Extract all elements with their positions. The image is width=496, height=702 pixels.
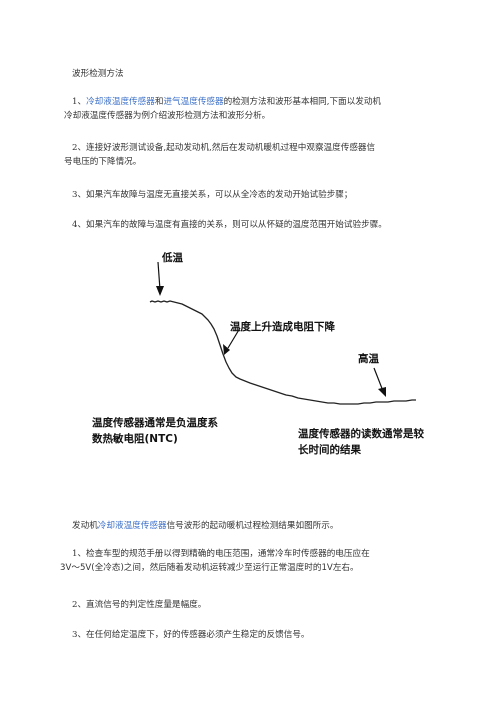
- arrow-high-head: [378, 387, 386, 397]
- para5-pre: 发动机: [72, 521, 98, 531]
- note-ntc-line1: 温度传感器通常是负温度系: [92, 417, 218, 429]
- label-high-temp: 高温: [358, 353, 379, 365]
- paragraph-1: 1、冷却液温度传感器和进气温度传感器的检测方法和波形基本相同,下面以发动机 冷却…: [64, 95, 432, 123]
- arrow-drop-shaft: [227, 327, 241, 349]
- para6-line2-end: 左右。: [332, 563, 359, 573]
- arrow-high-shaft: [373, 367, 384, 392]
- para1-text: 的检测方法和波形基本相同,下面以发动机: [223, 97, 382, 107]
- paragraph-5: 发动机冷却液温度传感器信号波形的起动暖机过程检测结果如图所示。: [72, 519, 432, 533]
- paragraph-4: 4、如果汽车的故障与温度有直接的关系，则可以从怀疑的温度范围开始试验步骤。: [72, 220, 387, 230]
- waveform-curve: [149, 300, 416, 405]
- arrow-low-shaft: [157, 261, 161, 291]
- para5-post: 信号波形的起动暖机过程检测结果如图所示。: [166, 521, 339, 531]
- para2-line2: 号电压的下降情况。: [64, 157, 142, 167]
- link-intake-temp-sensor[interactable]: 进气温度传感器: [163, 97, 224, 107]
- para6-voltage-range: 3V～5V(: [60, 563, 95, 573]
- paragraph-6: 1、检查车型的规范手册以得到精确的电压范围，通常冷车时传感器的电压应在 3V～5…: [60, 547, 432, 575]
- para1-line2: 冷却液温度传感器为例介绍波形检测方法和波形分析。: [64, 111, 271, 121]
- para1-number: 1、: [72, 97, 87, 107]
- para6-cold-state: 全冷态: [94, 563, 121, 573]
- para1-text-and: 和: [154, 97, 164, 107]
- link-coolant-temp-sensor-2[interactable]: 冷却液温度传感器: [97, 521, 167, 531]
- paragraph-8: 3、在任何给定温度下，好的传感器必须产生稳定的反馈信号。: [72, 630, 310, 640]
- note-ntc: 温度传感器通常是负温度系 数热敏电阻(NTC): [92, 415, 218, 447]
- para6-paren: ): [120, 563, 124, 573]
- para6-line1: 1、检查车型的规范手册以得到精确的电压范围，通常冷车时传感器的电压应在: [72, 549, 370, 559]
- waveform-figure: 低温 温度上升造成电阻下降 高温 温度传感器通常是负温度系 数热敏电阻(NTC)…: [90, 250, 430, 460]
- paragraph-3: 3、如果汽车故障与温度无直接关系，可以从全冷态的发动开始试验步骤；: [72, 190, 353, 200]
- para6-line2: 3V～5V(全冷态)之间，然后随着发动机运转减少至运行正常温度时的1V左右。: [60, 561, 432, 575]
- para2-line1: 2、连接好波形测试设备,起动发动机,然后在发动机暖机过程中观察温度传感器信: [72, 143, 376, 153]
- arrow-drop-head: [223, 344, 230, 355]
- paragraph-2: 2、连接好波形测试设备,起动发动机,然后在发动机暖机过程中观察温度传感器信 号电…: [64, 141, 432, 169]
- heading: 波形检测方法: [72, 69, 124, 79]
- note-reading-line1: 温度传感器的读数通常是较: [298, 428, 424, 440]
- label-low-temp: 低温: [162, 252, 183, 264]
- arrow-low-head: [156, 286, 164, 296]
- waveform-graph: [149, 261, 416, 405]
- note-reading-line2: 长时间的结果: [298, 444, 361, 456]
- label-resistance-drop: 温度上升造成电阻下降: [230, 321, 335, 333]
- link-coolant-temp-sensor[interactable]: 冷却液温度传感器: [86, 97, 155, 107]
- note-reading: 温度传感器的读数通常是较 长时间的结果: [298, 426, 424, 458]
- paragraph-7: 2、直流信号的判定性度量是幅度。: [72, 600, 207, 610]
- para6-line2-text: 之间，然后随着发动机运转减少至运行正常温度时的: [123, 563, 322, 573]
- note-ntc-line2: 数热敏电阻(NTC): [92, 433, 178, 445]
- para6-voltage-1v: 1V: [321, 563, 333, 573]
